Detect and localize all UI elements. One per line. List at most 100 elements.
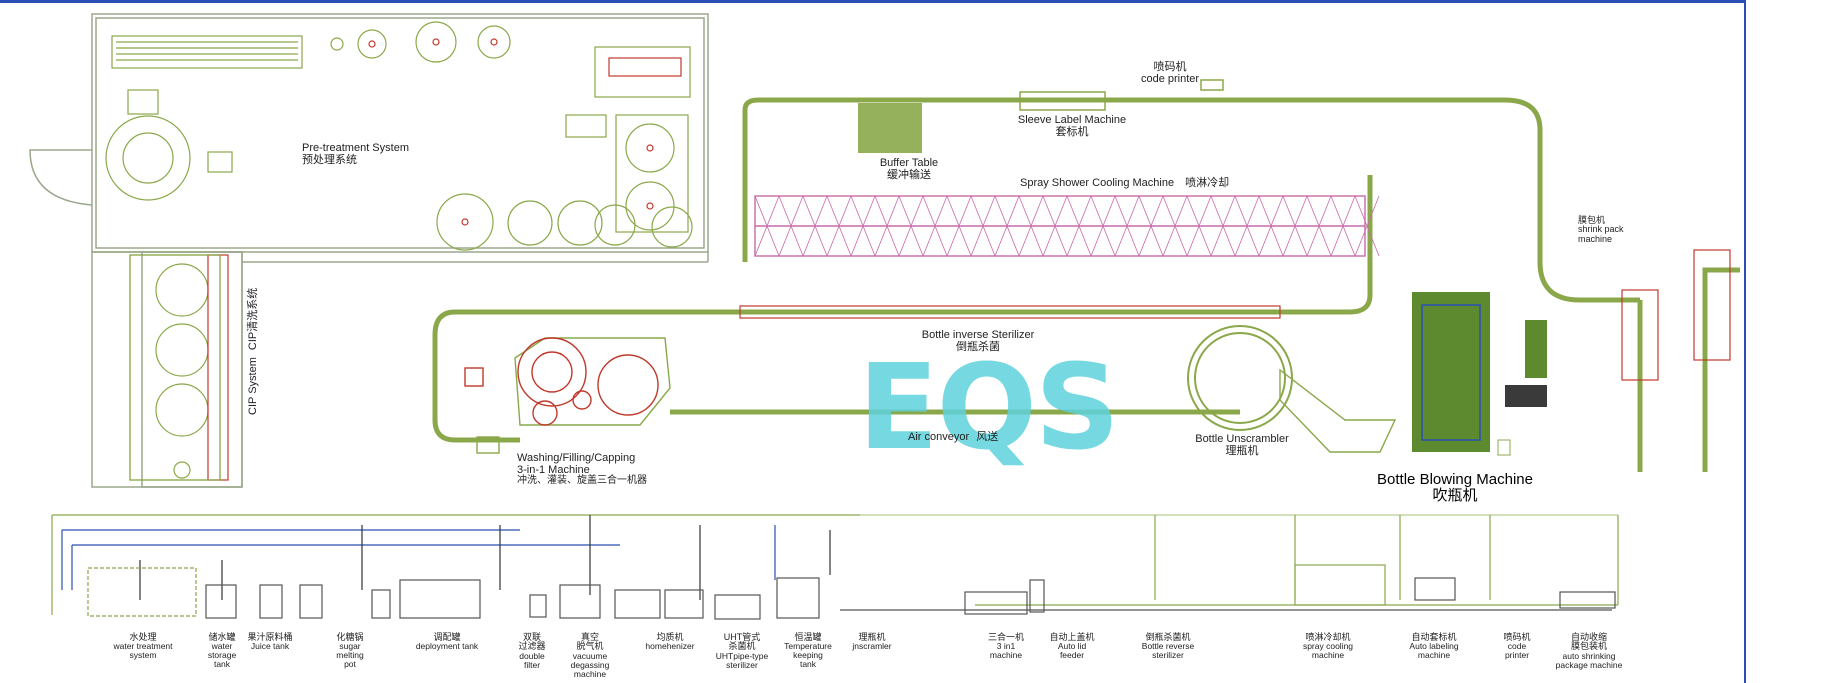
conveyor-loop [432, 97, 1740, 472]
process-step-en: machine [1417, 650, 1451, 661]
process-step-zh: 均质机 [656, 632, 684, 642]
process-step-zh-2: 杀菌机 [728, 641, 756, 652]
top-border [0, 0, 1745, 3]
process-step-en: storage [207, 650, 237, 661]
blowing-zh: 吹瓶机 [1432, 486, 1478, 504]
process-step-zh: 化糖锅 [336, 632, 364, 642]
process-step-en: keeping [793, 650, 823, 661]
process-step-en: degassing [570, 659, 610, 670]
process-step-en: printer [1504, 650, 1530, 661]
process-step-en: homehenizer [645, 641, 695, 652]
process-step-zh-2: 膜包装机 [1570, 641, 1608, 652]
right-border [1744, 0, 1746, 683]
pretreatment-en: Pre-treatment System [302, 142, 409, 154]
unscrambler-shape [1187, 325, 1397, 453]
process-step-en: Auto labeling [1409, 641, 1459, 652]
shrink-pack-shape [1621, 249, 1731, 381]
process-step-zh-2: 过滤器 [518, 641, 546, 652]
process-step-en: machine [1311, 650, 1345, 661]
inverse-sterilizer-label: Bottle inverse Sterilizer 倒瓶杀菌 [921, 329, 1035, 353]
process-step-zh: 恒温罐 [794, 632, 822, 642]
process-step-zh: 倒瓶杀菌机 [1145, 632, 1191, 642]
code-printer-zh: 喷码机 [1153, 61, 1187, 73]
process-step-en: sterilizer [1152, 650, 1184, 661]
process-step-en: vacuume [572, 650, 608, 661]
process-step-en: deployment tank [415, 641, 479, 652]
spray-zh: 喷淋冷却 [1185, 177, 1230, 189]
code-printer-shape [1200, 79, 1224, 91]
process-step-zh: 果汁原料桶 [247, 632, 293, 642]
process-step-zh: 自动上盖机 [1049, 632, 1095, 642]
sleeve-en: Sleeve Label Machine [1017, 114, 1127, 126]
sleeve-label-label: Sleeve Label Machine 套标机 [1017, 114, 1127, 138]
shrink-en-1: shrink pack [1578, 224, 1624, 235]
unscrambler-label: Bottle Unscrambler 理瓶机 [1195, 433, 1289, 457]
process-step-en: Temperature [784, 641, 832, 652]
blowing-machine-label: Bottle Blowing Machine 吹瓶机 [1377, 472, 1533, 504]
shrink-en-2: machine [1578, 233, 1613, 244]
process-step-zh: 自动套标机 [1411, 632, 1457, 642]
blowing-en: Bottle Blowing Machine [1377, 471, 1533, 488]
process-step-en: auto shrinking [1562, 650, 1616, 661]
unscrambler-zh: 理瓶机 [1225, 444, 1259, 457]
code-printer-en: code printer [1140, 72, 1200, 85]
inverse-zh: 倒瓶杀菌 [956, 340, 1000, 353]
process-step-zh: 理瓶机 [858, 632, 886, 642]
process-step-zh: 三合一机 [987, 632, 1025, 642]
filler-shape [464, 337, 671, 454]
process-step-zh: 真空 [580, 632, 600, 642]
process-step-en: machine [573, 668, 607, 679]
air-en: Air conveyor [908, 431, 970, 443]
process-step-zh-2: 脱气机 [576, 641, 604, 652]
process-step-zh: UHT管式 [723, 632, 761, 642]
process-step-en: Bottle reverse [1141, 641, 1195, 652]
code-printer-label: 喷码机 code printer [1140, 61, 1200, 85]
washing-en-2: 3-in-1 Machine [517, 463, 590, 476]
washing-en-1: Washing/Filling/Capping [517, 452, 636, 464]
buffer-table-shape [858, 103, 922, 153]
process-step-en: Juice tank [250, 641, 290, 652]
process-step-en: feeder [1059, 650, 1085, 661]
process-step-en: sugar [339, 641, 361, 652]
process-step-zh: 喷码机 [1503, 632, 1531, 642]
process-step-zh: 自动收缩 [1570, 632, 1608, 642]
process-step-zh: 喷淋冷却机 [1305, 632, 1351, 642]
blowing-machine-shape [1412, 292, 1547, 456]
unscrambler-en: Bottle Unscrambler [1195, 433, 1289, 445]
process-step-en: code [1507, 641, 1527, 652]
pretreatment-zh: 预处理系统 [302, 153, 357, 166]
sleeve-zh: 套标机 [1055, 125, 1089, 138]
process-step-en: pot [344, 659, 356, 670]
process-step-en: 3 in1 [996, 641, 1016, 652]
process-step-zh: 储水罐 [208, 632, 236, 642]
process-step-en: water [211, 641, 233, 652]
process-step-en: spray cooling [1302, 641, 1354, 652]
sleeve-label-shape [1019, 91, 1106, 111]
buffer-en: Buffer Table [879, 157, 939, 169]
air-conveyor-label: Air conveyor 风送 [908, 431, 998, 444]
pretreatment-equipment [105, 21, 693, 481]
cip-label: CIP System CIP清洗系统 [244, 288, 260, 415]
process-step-en: water treatment [113, 641, 173, 652]
inverse-en: Bottle inverse Sterilizer [921, 329, 1035, 341]
buffer-zh: 缓冲输送 [887, 168, 931, 181]
buffer-table-label: Buffer Table 缓冲输送 [879, 157, 939, 181]
process-step-en: double [519, 650, 545, 661]
process-flow-chart [51, 514, 1619, 620]
pretreatment-room [29, 13, 709, 488]
process-step-zh: 双联 [522, 632, 542, 642]
